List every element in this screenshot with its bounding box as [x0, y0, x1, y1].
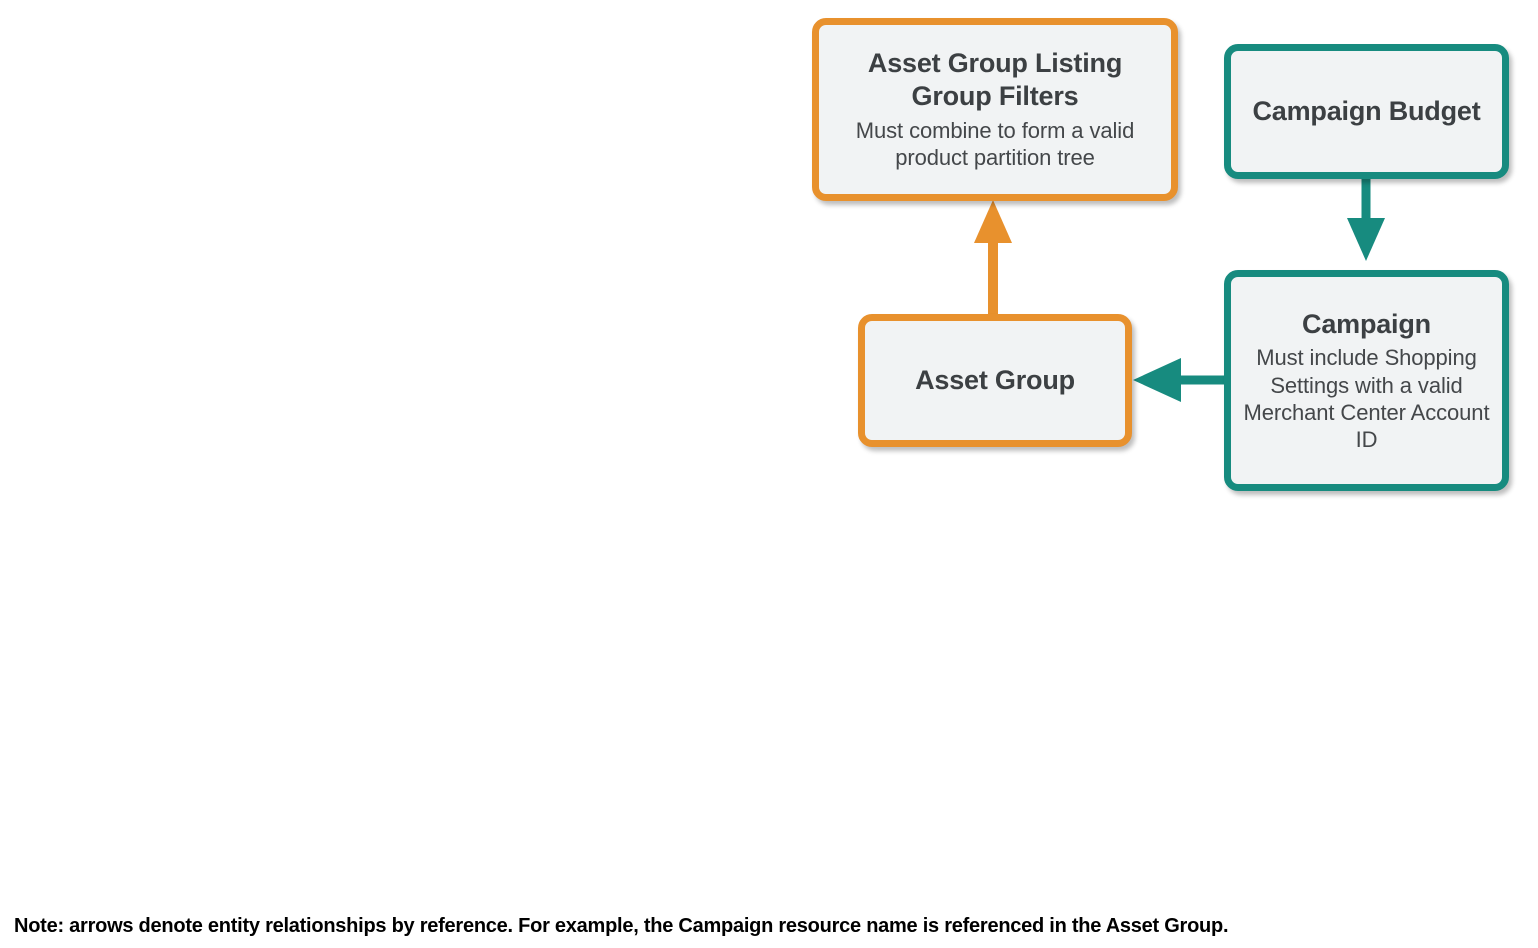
- node-asset-group-listing-group-filters[interactable]: Asset Group Listing Group Filters Must c…: [812, 18, 1178, 201]
- edge-asset-group-to-listing-group-filters: [974, 200, 1012, 316]
- arrowhead-up-icon: [974, 200, 1012, 243]
- node-title: Asset Group: [915, 365, 1075, 396]
- node-title: Campaign: [1302, 308, 1431, 339]
- edge-campaign-budget-to-campaign: [1347, 177, 1385, 261]
- node-description: Must combine to form a valid product par…: [855, 118, 1135, 171]
- arrowhead-down-icon: [1347, 218, 1385, 261]
- footer-note: Note: arrows denote entity relationships…: [14, 915, 1229, 937]
- node-description: Must include Shopping Settings with a va…: [1243, 345, 1490, 453]
- node-title: Campaign Budget: [1252, 96, 1481, 127]
- node-asset-group[interactable]: Asset Group: [858, 314, 1132, 447]
- node-title: Asset Group Listing Group Filters: [867, 48, 1123, 112]
- edge-campaign-to-asset-group: [1133, 358, 1226, 402]
- node-campaign[interactable]: Campaign Must include Shopping Settings …: [1224, 270, 1509, 491]
- arrowhead-left-icon: [1133, 358, 1181, 402]
- node-campaign-budget[interactable]: Campaign Budget: [1224, 44, 1509, 179]
